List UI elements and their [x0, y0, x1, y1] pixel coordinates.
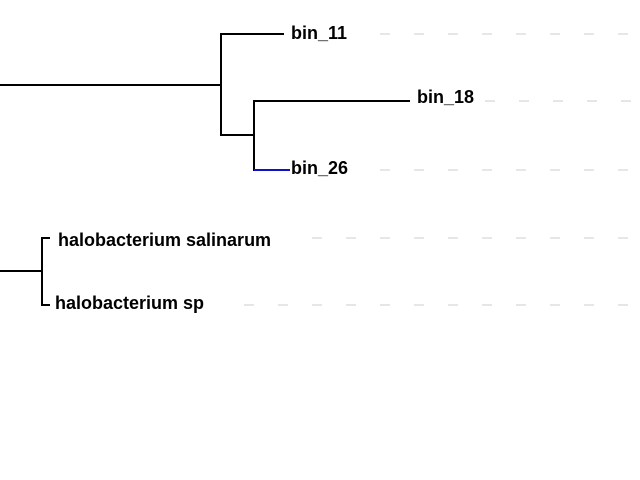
leaf-label-bin-26[interactable]: bin_26: [291, 158, 348, 178]
upper-clade: [0, 33, 410, 171]
leaf-label-bin-18[interactable]: bin_18: [417, 87, 474, 107]
lower-clade: [0, 237, 50, 306]
leaf-labels: bin_11 bin_18 bin_26 halobacterium salin…: [55, 23, 474, 313]
leader-lines: [244, 33, 640, 306]
leaf-label-halobacterium-sp[interactable]: halobacterium sp: [55, 293, 204, 313]
leaf-label-halobacterium-salinarum[interactable]: halobacterium salinarum: [58, 230, 271, 250]
leaf-label-bin-11[interactable]: bin_11: [291, 23, 347, 43]
